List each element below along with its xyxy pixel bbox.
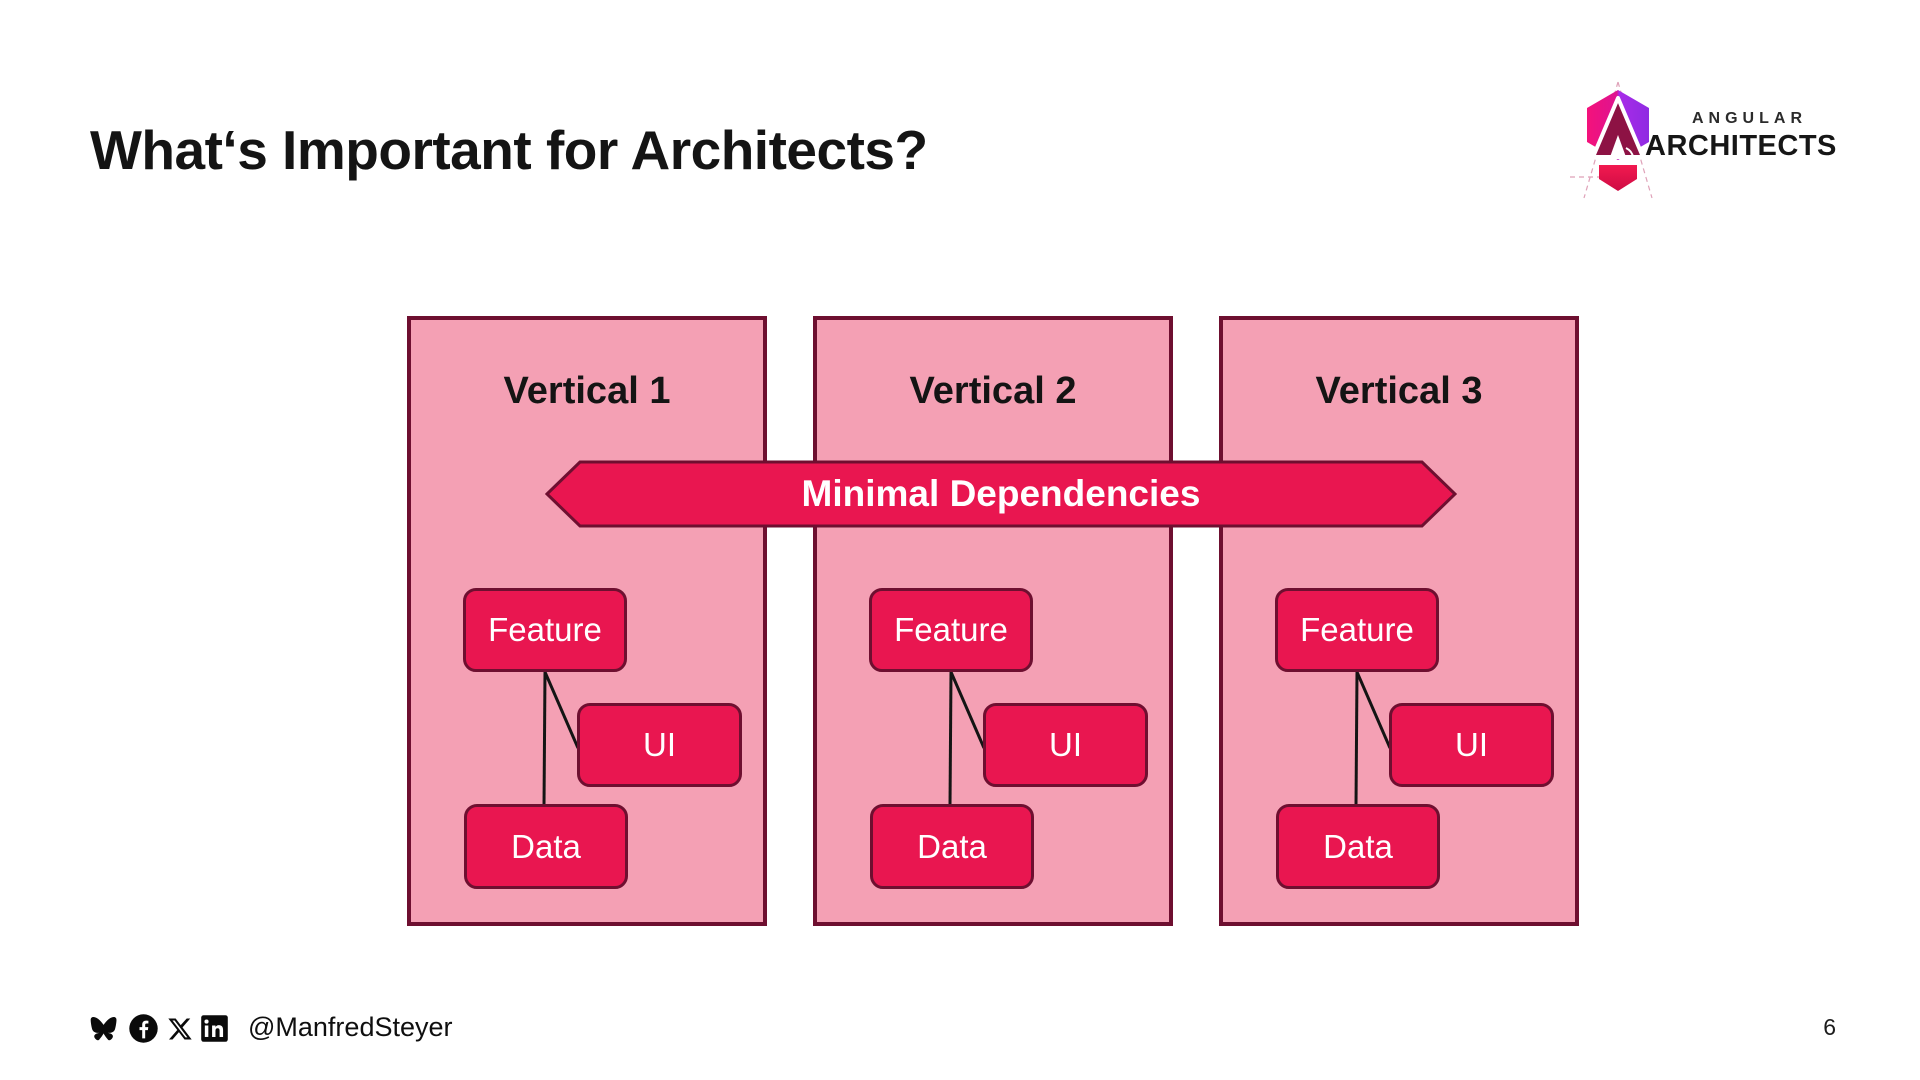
ui-node: UI — [983, 703, 1148, 787]
vertical-1-title: Vertical 1 — [503, 370, 671, 412]
ui-node: UI — [577, 703, 742, 787]
angular-architects-logo: ANGULAR ARCHITECTS — [1566, 78, 1866, 208]
vertical-3-panel: Vertical 3 Feature UI Data — [1219, 316, 1579, 926]
page-title: What‘s Important for Architects? — [90, 119, 928, 181]
ui-node: UI — [1389, 703, 1554, 787]
data-node: Data — [870, 804, 1034, 889]
page-number: 6 — [1823, 1014, 1836, 1040]
angular-architects-logo-icon — [1570, 81, 1653, 199]
author-handle: @ManfredSteyer — [248, 1012, 453, 1042]
x-icon — [168, 1018, 192, 1040]
logo-text-architects: ARCHITECTS — [1645, 130, 1837, 162]
logo-text-angular: ANGULAR — [1692, 110, 1807, 127]
feature-node: Feature — [1275, 588, 1439, 672]
facebook-icon — [129, 1014, 158, 1043]
data-node: Data — [1276, 804, 1440, 889]
feature-node: Feature — [869, 588, 1033, 672]
minimal-dependencies-banner: Minimal Dependencies — [545, 460, 1457, 528]
linkedin-icon — [201, 1015, 228, 1042]
vertical-2-panel: Vertical 2 Feature UI Data — [813, 316, 1173, 926]
vertical-2-title: Vertical 2 — [909, 370, 1077, 412]
banner-label: Minimal Dependencies — [801, 473, 1201, 514]
vertical-1-panel: Vertical 1 Feature UI Data — [407, 316, 767, 926]
bluesky-icon — [90, 1016, 117, 1041]
vertical-3-title: Vertical 3 — [1315, 370, 1483, 412]
data-node: Data — [464, 804, 628, 889]
double-arrow-shape — [545, 460, 1457, 528]
feature-node: Feature — [463, 588, 627, 672]
